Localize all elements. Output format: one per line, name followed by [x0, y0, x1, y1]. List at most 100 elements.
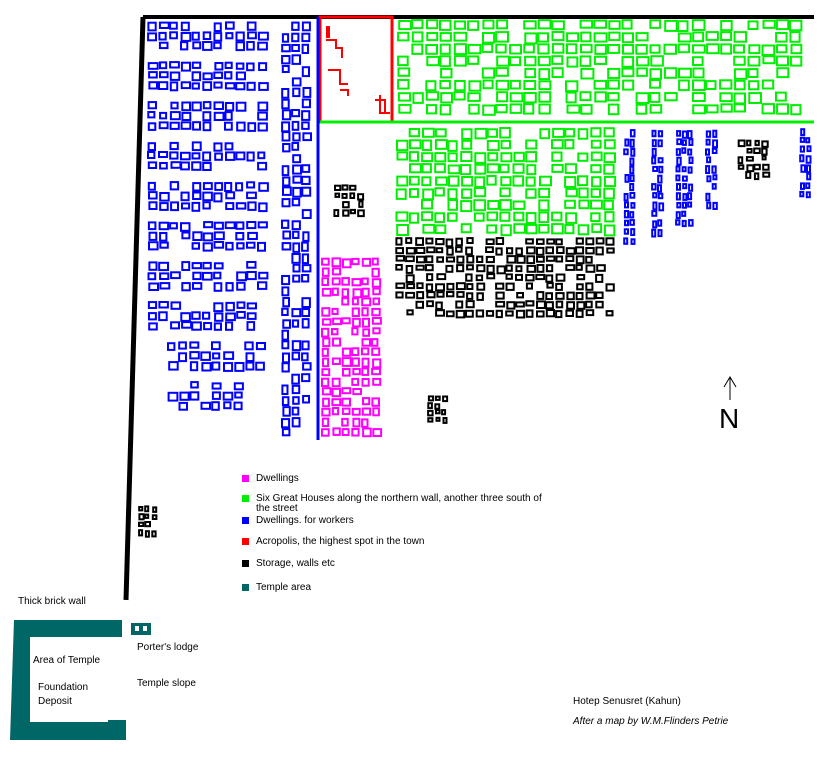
dwelling-cell: [341, 347, 352, 357]
workers-house-cell: [799, 145, 805, 153]
legend-label: Dwellings: [256, 473, 299, 484]
workers-house-cell: [191, 242, 201, 250]
storage-cell: [525, 300, 535, 307]
great-house-cell: [692, 56, 704, 67]
workers-house-cell: [181, 261, 191, 272]
storage-cell: [405, 237, 413, 244]
workers-house-cell: [169, 31, 178, 40]
great-house-cell: [664, 92, 678, 102]
storage-cell: [753, 163, 761, 171]
storage-cell: [585, 255, 593, 264]
great-house-cell: [486, 140, 500, 152]
workers-house-cell: [213, 282, 223, 292]
storage-cell: [445, 264, 454, 273]
workers-house-cell: [282, 230, 292, 240]
storage-cell: [536, 246, 545, 256]
workers-house-cell: [158, 41, 169, 50]
storage-cell: [516, 255, 526, 264]
workers-house-cell: [651, 183, 657, 191]
great-house-cell: [649, 68, 662, 80]
workers-house-cell: [148, 282, 160, 291]
workers-house-cell: [258, 271, 269, 280]
great-house-cell: [719, 79, 733, 90]
workers-house-cell: [213, 231, 225, 241]
storage-cell: [526, 255, 536, 265]
workers-house-cell: [168, 361, 179, 371]
dwelling-cell: [351, 407, 361, 416]
great-house-cell: [590, 164, 602, 174]
workers-house-cell: [281, 418, 291, 429]
great-house-cell: [705, 104, 719, 114]
workers-house-cell: [211, 341, 221, 351]
great-house-cell: [551, 139, 564, 150]
workers-house-cell: [147, 21, 157, 32]
workers-house-cell: [211, 401, 220, 411]
storage-cell: [446, 282, 455, 291]
workers-house-cell: [178, 401, 188, 411]
workers-house-cell: [301, 209, 312, 220]
workers-house-cell: [202, 101, 212, 110]
storage-cell: [535, 273, 546, 281]
workers-house-cell: [799, 154, 805, 163]
workers-house-cell: [225, 191, 236, 200]
great-house-cell: [608, 31, 621, 42]
workers-house-cell: [214, 312, 224, 322]
storage-cell: [476, 292, 484, 301]
workers-house-cell: [624, 201, 629, 209]
workers-house-cell: [191, 201, 201, 212]
great-house-cell: [481, 43, 494, 54]
storage-cell: [495, 291, 505, 300]
workers-house-cell: [676, 138, 682, 146]
great-house-cell: [538, 68, 551, 81]
great-house-cell: [607, 79, 620, 90]
workers-house-cell: [676, 202, 682, 209]
storage-cell: [605, 310, 614, 317]
storage-cell: [545, 255, 556, 262]
great-house-cell: [422, 127, 435, 138]
workers-house-cell: [224, 182, 233, 192]
workers-house-cell: [247, 31, 257, 40]
great-house-cell: [525, 139, 538, 150]
great-house-cell: [789, 55, 803, 67]
legend-item-great-houses: Six Great Houses along the northern wall…: [242, 494, 562, 514]
storage-cell: [405, 274, 415, 283]
great-house-cell: [551, 20, 565, 31]
workers-house-cell: [658, 165, 664, 174]
storage-cell: [585, 264, 596, 273]
workers-house-cell: [301, 186, 312, 197]
workers-house-cell: [705, 165, 711, 175]
storage-cell: [455, 246, 463, 253]
dwelling-cell: [361, 407, 372, 416]
storage-cell: [605, 237, 615, 246]
workers-house-cell: [657, 157, 664, 164]
storage-cell: [576, 301, 586, 310]
workers-house-cell: [191, 61, 202, 69]
storage-area: [138, 139, 771, 538]
great-house-cell: [564, 223, 575, 235]
workers-house-cell: [257, 41, 268, 51]
dwellings-area: [321, 257, 383, 438]
dwelling-cell: [361, 418, 369, 428]
storage-cell: [475, 274, 484, 282]
great-house-cell: [447, 199, 458, 211]
great-house-cell: [538, 80, 552, 91]
workers-house-cell: [214, 62, 224, 71]
great-house-cell: [621, 67, 635, 78]
storage-cell: [445, 310, 455, 318]
workers-house-cell: [281, 55, 291, 65]
storage-cell: [144, 521, 152, 528]
workers-house-cell: [235, 101, 247, 112]
storage-cell: [425, 255, 434, 264]
workers-house-cell: [224, 82, 236, 90]
workers-house-cell: [203, 322, 213, 331]
storage-cell: [425, 283, 434, 292]
thick-wall-label: Thick brick wall: [18, 596, 86, 607]
great-house-cell: [487, 152, 499, 162]
workers-house-cell: [224, 221, 236, 230]
great-house-cell: [578, 187, 589, 199]
great-house-cell: [468, 80, 482, 92]
great-house-cell: [509, 79, 521, 90]
dwelling-cell: [342, 368, 351, 377]
storage-cell: [436, 291, 445, 298]
great-house-cell: [411, 19, 424, 30]
